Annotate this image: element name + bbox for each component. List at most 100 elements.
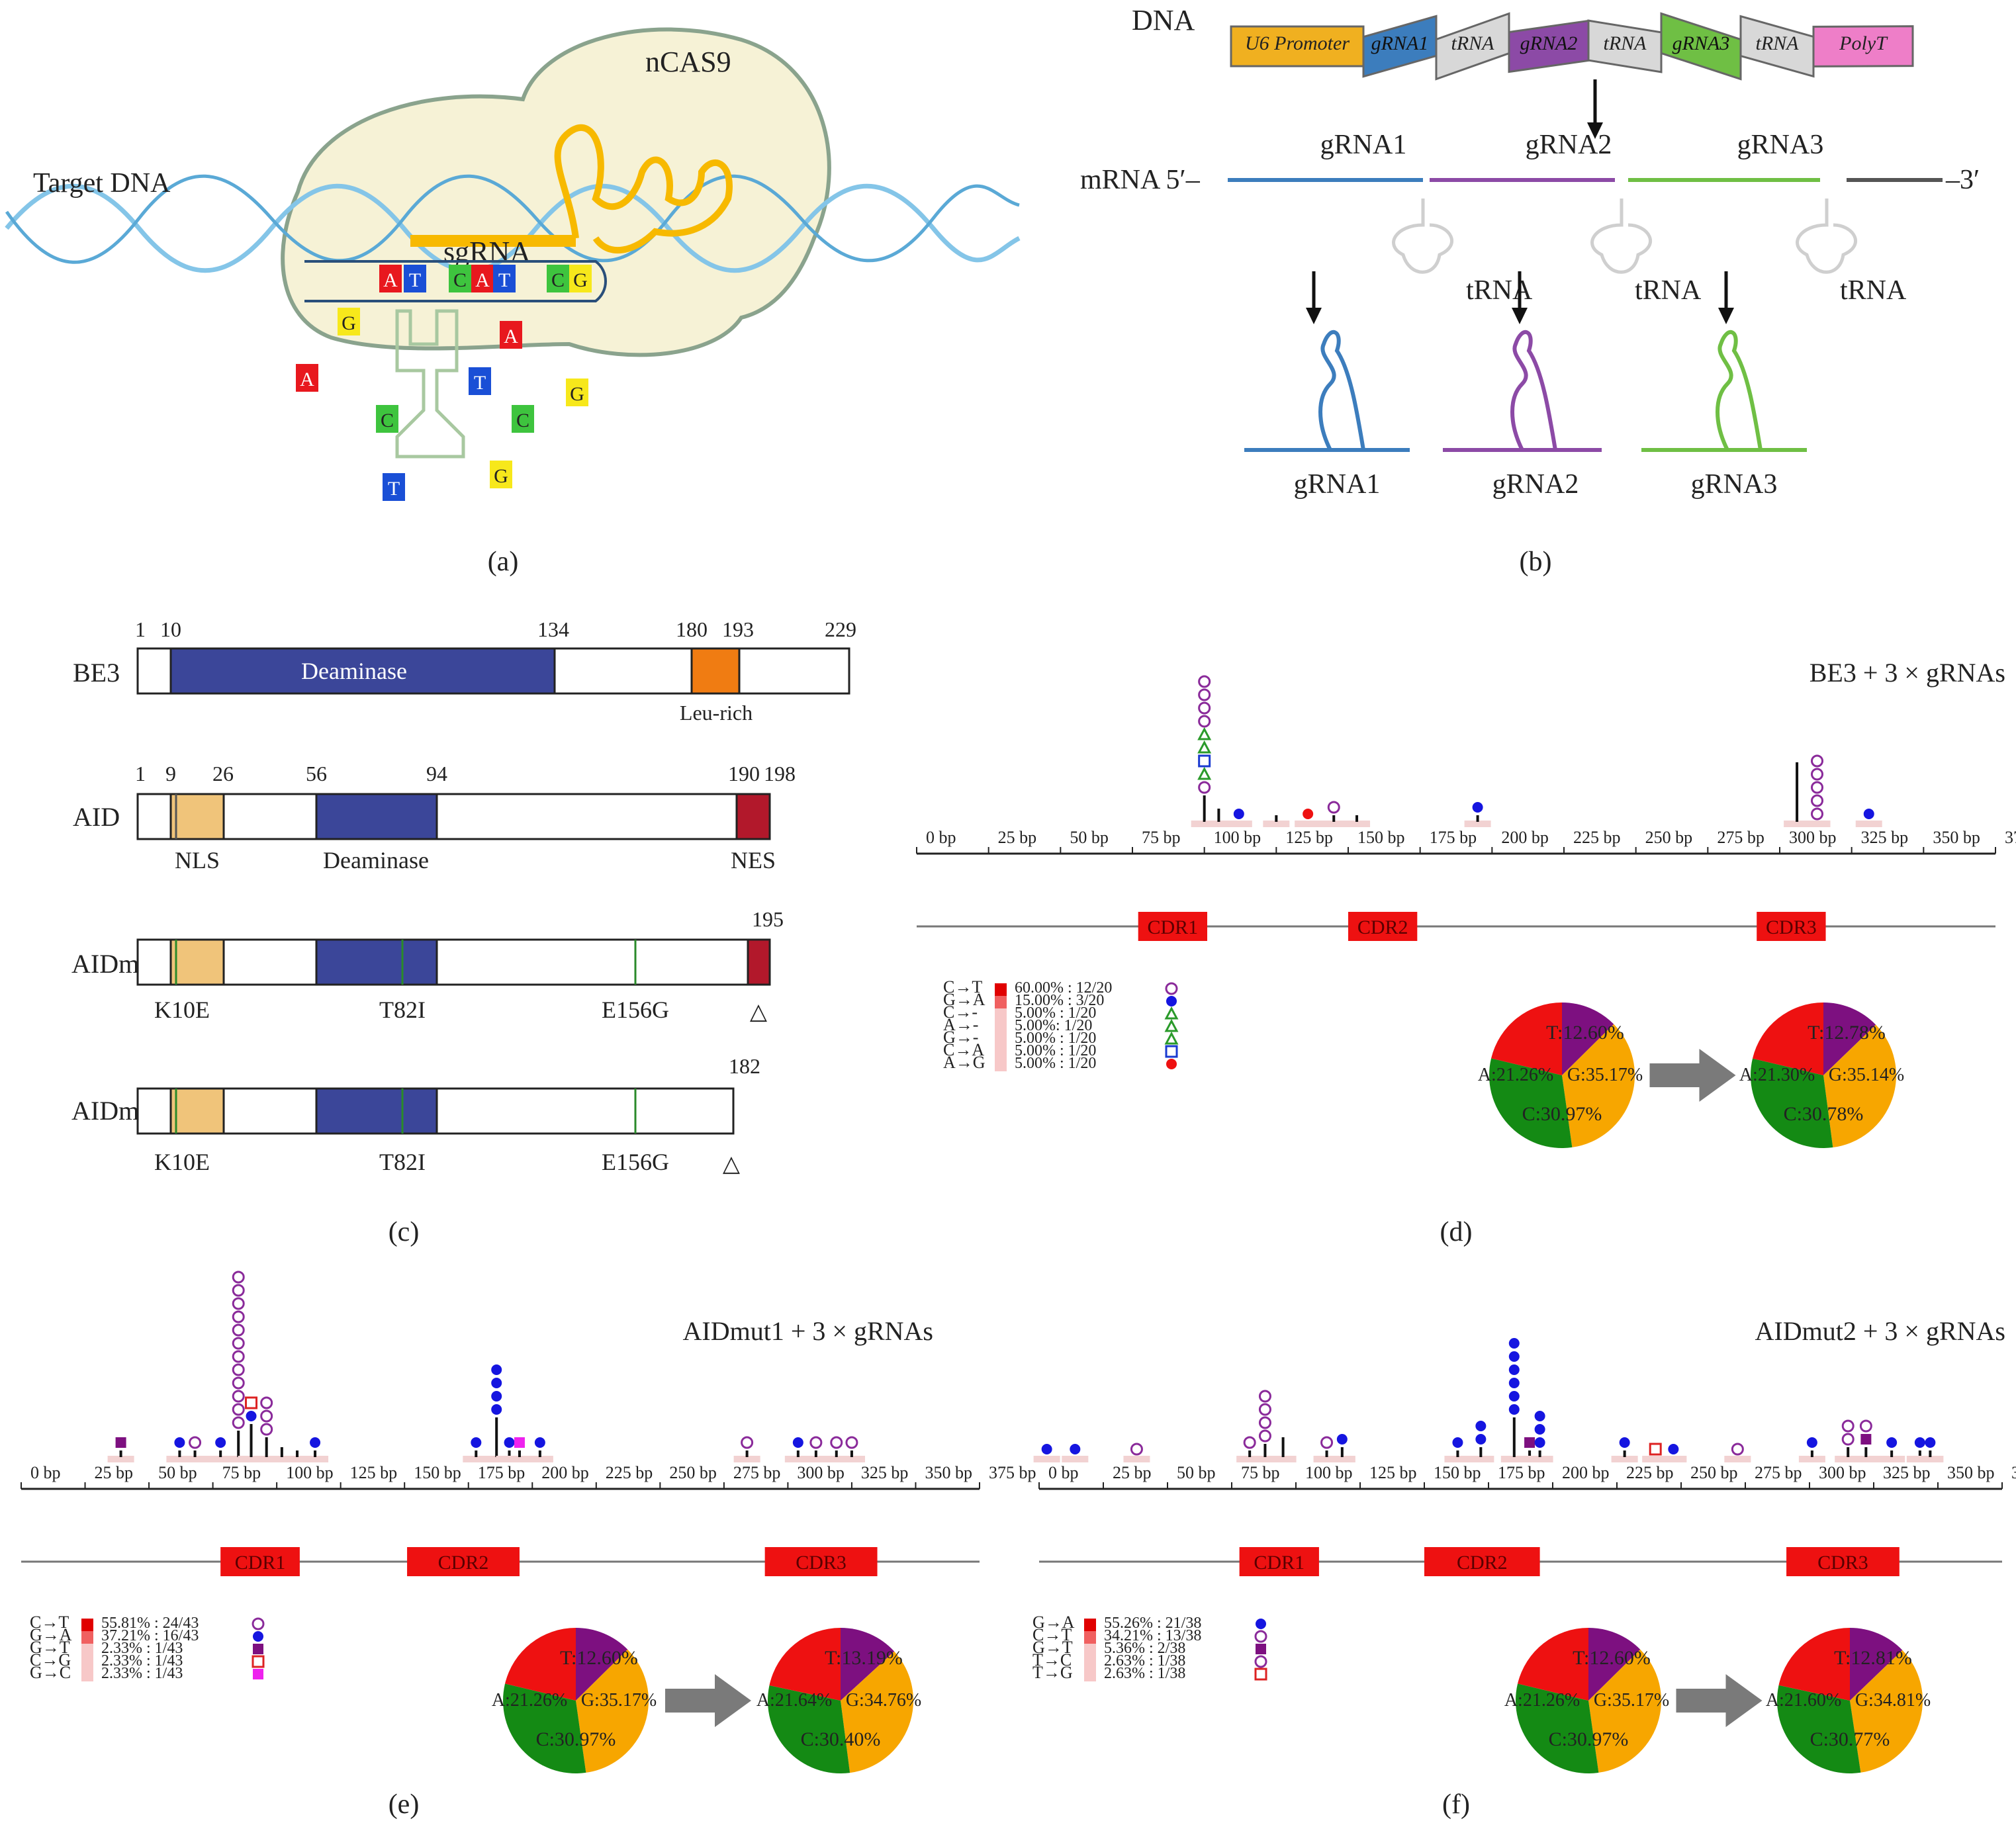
base-letter: G <box>494 465 508 487</box>
dna-segment-label: PolyT <box>1839 32 1888 54</box>
f-legend-swatch <box>1084 1619 1096 1631</box>
e-coverage <box>238 1456 265 1462</box>
e-marker-ct <box>232 1337 245 1350</box>
d-marker-ga <box>1233 809 1244 819</box>
base-letter: T <box>409 269 421 291</box>
d-marker-ga <box>1863 809 1874 819</box>
sgrna-hairpin <box>554 124 733 253</box>
f-marker-gt <box>1860 1434 1872 1445</box>
base-tile-G <box>338 308 360 335</box>
e-pie-before-label-G: G:35.17% <box>581 1690 657 1711</box>
target-bubble <box>304 260 607 302</box>
f-marker-ct <box>1258 1416 1271 1429</box>
e-coverage <box>284 1456 311 1462</box>
dna-segment-label: gRNA2 <box>1520 32 1578 54</box>
d-legend-stat: 5.00% : 1/20 <box>1015 1055 1096 1072</box>
d-pie-after-slice-G <box>1823 1024 1896 1148</box>
aidmut2-k10e-label: K10E <box>154 1149 210 1175</box>
base-letter: C <box>516 410 529 431</box>
d-legend-stat: 5.00% : 1/20 <box>1015 1030 1096 1047</box>
d-cdr-box <box>1757 912 1826 941</box>
grna-hairpin-3 <box>1641 330 1807 452</box>
d-axis-tick-label: 150 bp <box>1357 828 1405 847</box>
e-cdr-box <box>407 1547 520 1576</box>
e-legend-swatch <box>81 1669 93 1681</box>
f-marker-ct <box>1841 1433 1855 1446</box>
be3-num-10: 10 <box>160 617 181 641</box>
d-pie-before-label-T: T:12.60% <box>1546 1022 1624 1044</box>
f-pie-after-slice-G <box>1850 1650 1923 1773</box>
e-marker-ct <box>741 1436 754 1449</box>
cas9-cleft <box>395 309 465 459</box>
f-legend-sub: T→C <box>1032 1650 1072 1670</box>
e-marker-ct <box>260 1396 273 1409</box>
f-marker-ga <box>1619 1437 1630 1448</box>
f-coverage <box>1269 1456 1297 1462</box>
sgrna-bar <box>410 235 576 247</box>
e-marker-ga <box>174 1437 185 1448</box>
d-marker-ct <box>1811 794 1824 807</box>
aid-nls-label: NLS <box>175 847 220 873</box>
e-marker-gc <box>514 1437 525 1448</box>
f-marker-ct <box>1258 1390 1271 1403</box>
e-legend-marker <box>253 1669 263 1679</box>
f-cdr-label: CDR1 <box>1254 1552 1305 1574</box>
f-legend-sub: G→T <box>1032 1638 1073 1657</box>
f-marker-ga <box>1041 1444 1052 1454</box>
e-axis-tick-label: 225 bp <box>606 1463 653 1482</box>
e-legend-sub: C→T <box>30 1613 69 1632</box>
f-marker-ga <box>1508 1391 1520 1402</box>
dna-segment-label: tRNA <box>1604 32 1647 54</box>
e-marker-ct <box>232 1297 245 1310</box>
d-pie-after-slice-A <box>1752 1003 1823 1075</box>
aid-num-1: 1 <box>135 762 146 785</box>
d-pie-after-label-A: A:21.30% <box>1739 1065 1815 1085</box>
f-marker-ga <box>1668 1444 1679 1454</box>
e-legend-swatch <box>81 1631 93 1644</box>
e-marker-ga <box>491 1364 502 1375</box>
base-tile-T <box>404 265 426 292</box>
aidmut1-bar <box>136 938 771 986</box>
e-marker-ct <box>232 1390 245 1403</box>
f-pie-before-label-T: T:12.60% <box>1573 1647 1651 1669</box>
panel-c-caption: (c) <box>389 1217 420 1247</box>
e-marker-ga <box>534 1437 545 1448</box>
base-tile-A <box>296 364 318 392</box>
be3-leu-rich-label: Leu-rich <box>680 701 753 725</box>
f-coverage <box>1798 1456 1825 1462</box>
f-marker-ga <box>1452 1437 1463 1448</box>
e-legend-stat: 2.33% : 1/43 <box>101 1665 183 1682</box>
d-coverage <box>1855 821 1882 827</box>
e-axis-tick-label: 325 bp <box>861 1463 909 1482</box>
aid-deaminase-label: Deaminase <box>323 847 429 873</box>
d-legend-swatch <box>995 983 1007 996</box>
f-axis-tick-label: 125 bp <box>1369 1463 1417 1482</box>
d-coverage <box>1191 821 1218 827</box>
f-axis-tick-label: 25 bp <box>1113 1463 1152 1482</box>
mrna-3-label: –3′ <box>1945 165 1980 195</box>
e-arrow-icon <box>665 1674 751 1727</box>
e-pie-after-label-T: T:13.19% <box>825 1647 903 1669</box>
aid-num-9: 9 <box>165 762 176 785</box>
e-axis-tick-label: 375 bp <box>989 1463 1036 1482</box>
aidmut2-t82i-label: T82I <box>379 1149 426 1175</box>
e-pie-before-slice-T <box>576 1628 628 1701</box>
e-marker-gt <box>115 1437 126 1448</box>
aid-nls <box>169 793 225 840</box>
ncas9-label: nCAS9 <box>645 46 731 78</box>
f-marker-ga <box>1914 1437 1925 1448</box>
be3-leu-rich <box>690 647 741 695</box>
e-coverage <box>463 1456 490 1462</box>
panel-a: nCAS9 Target DNA sgRNA <box>5 27 1021 459</box>
f-axis-tick-label: 250 bp <box>1690 1463 1738 1482</box>
f-legend-stat: 34.21% : 13/38 <box>1104 1627 1201 1644</box>
d-marker-ct <box>1198 715 1211 728</box>
f-marker-ga <box>1806 1437 1817 1448</box>
d-marker-ct <box>1811 768 1824 781</box>
f-legend-stat: 2.63% : 1/38 <box>1104 1652 1185 1670</box>
d-caption: (d) <box>1440 1217 1473 1247</box>
e-coverage <box>302 1456 329 1462</box>
e-legend-sub: C→G <box>30 1650 71 1670</box>
